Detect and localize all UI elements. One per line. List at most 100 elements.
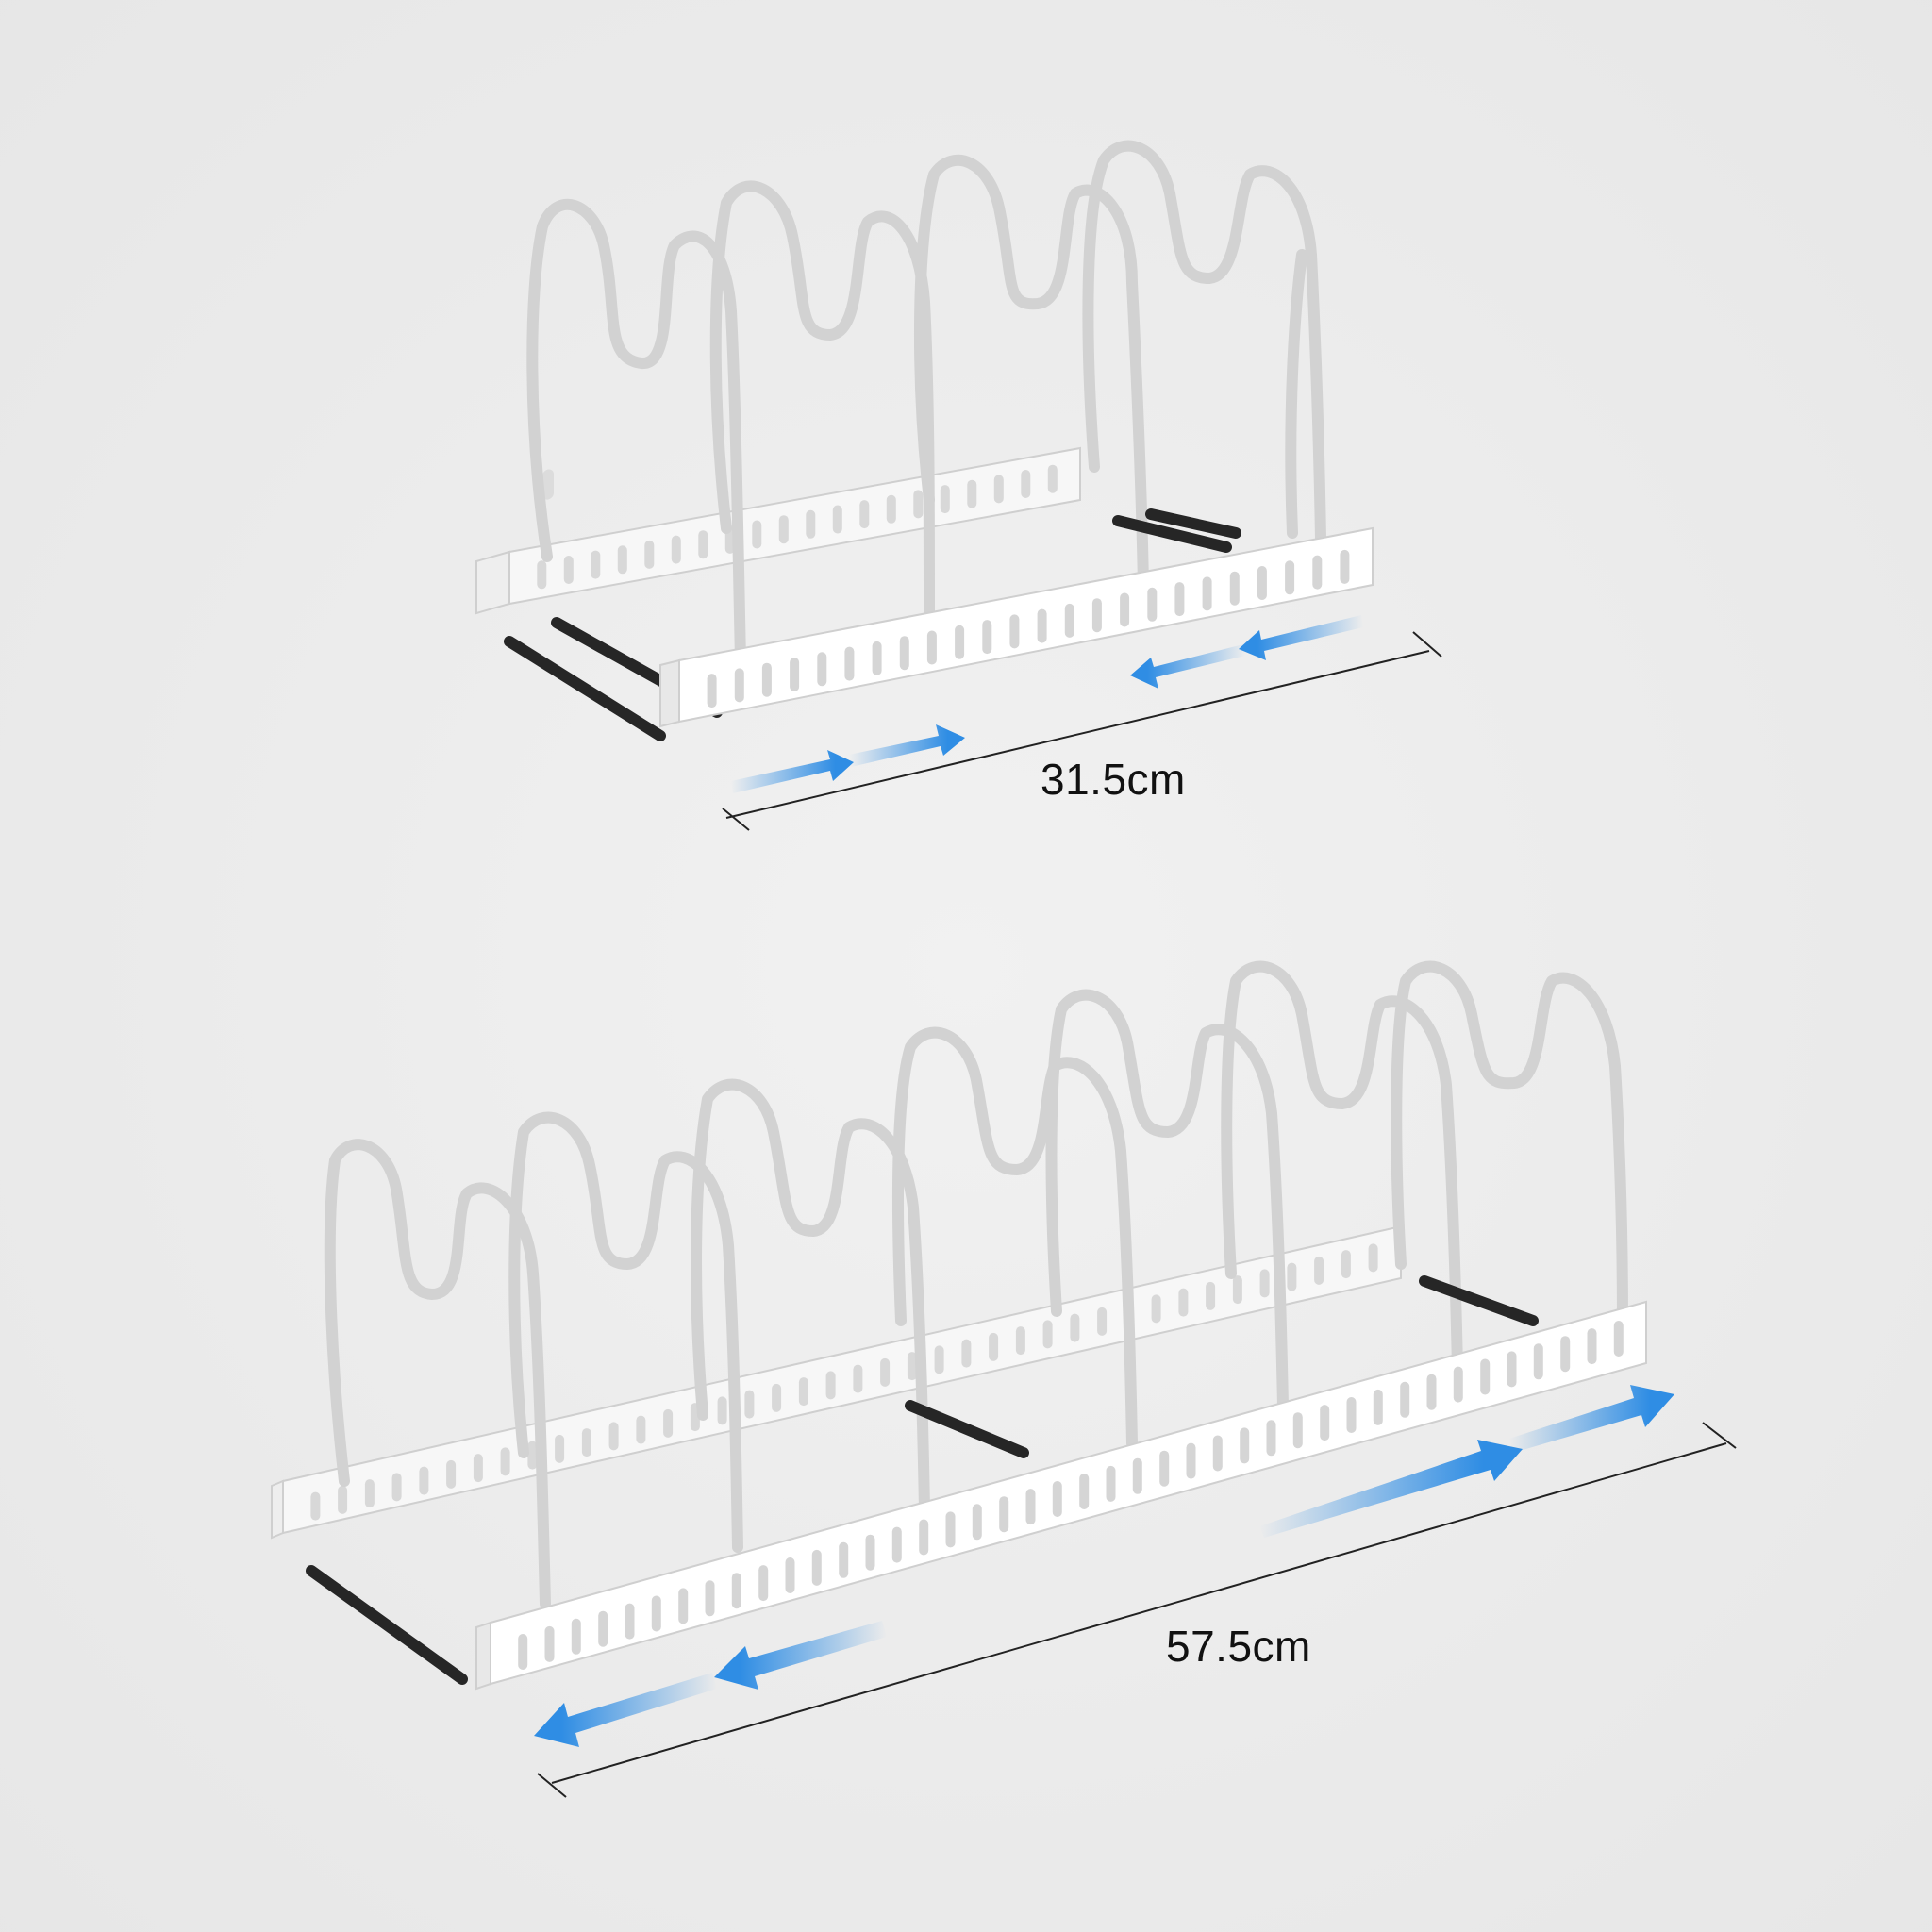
rail-slot (1106, 1465, 1116, 1502)
compact-back-slots (537, 464, 1058, 590)
rail-slot (1052, 1481, 1062, 1517)
divider-6 (1221, 960, 1463, 1374)
rail-slot (651, 1595, 661, 1632)
rail-slot (625, 1603, 635, 1640)
extended-back-rail (282, 1224, 1402, 1535)
divider-2 (709, 180, 935, 619)
compact-front-rail (475, 526, 1374, 728)
rail-slot (926, 630, 937, 665)
rail-slot (853, 1364, 863, 1393)
compact-arrows (731, 615, 1363, 793)
rail-slot (608, 1422, 619, 1451)
divider-5 (1285, 249, 1307, 539)
rail-slot (989, 1332, 999, 1361)
rail-slot (832, 505, 842, 534)
rail-slot (1320, 1405, 1330, 1441)
rail-slot (1186, 1442, 1196, 1479)
rail-slot (1480, 1358, 1491, 1395)
rail-slot (1079, 1474, 1090, 1509)
divider-5 (1045, 989, 1289, 1411)
rail-slot (1202, 576, 1212, 611)
rail-slot (758, 1565, 769, 1602)
rail-slot (972, 1504, 982, 1541)
rail-slot (1400, 1381, 1410, 1418)
rail-slot (1312, 555, 1323, 590)
rail-slot (1064, 603, 1074, 638)
rail-slot (544, 1625, 555, 1662)
rail-slot (1257, 566, 1267, 600)
rail-slot (1287, 1262, 1297, 1291)
rail-slot (473, 1454, 483, 1483)
rail-slot (1560, 1336, 1571, 1373)
rail-slot (1159, 1450, 1170, 1487)
rail-slot (591, 550, 601, 579)
extended-front-rail (271, 1300, 1647, 1690)
rail-slot (1070, 1313, 1080, 1342)
rail-slot (1453, 1366, 1463, 1403)
compact-dividers (526, 140, 1326, 666)
rail-slot (391, 1473, 402, 1502)
rail-slot (945, 1511, 956, 1548)
rail-slot (844, 646, 855, 681)
extended-length-label: 57.5cm (1166, 1622, 1311, 1671)
rail-slot (1533, 1343, 1543, 1380)
rail-slot (1047, 464, 1058, 493)
rail-slot (1037, 608, 1047, 643)
rail-slot (891, 1526, 902, 1563)
rail-slot (872, 641, 882, 675)
compact-length-label: 31.5cm (1041, 755, 1186, 804)
rail-slot (678, 1588, 689, 1624)
rail-slot (1285, 560, 1295, 595)
rail-slot (1266, 1420, 1276, 1457)
rail-slot (1613, 1321, 1624, 1357)
rail-slot (1206, 1281, 1216, 1310)
rail-slot (1132, 1457, 1142, 1494)
rail-slot (839, 1541, 849, 1578)
rail-slot (886, 494, 896, 524)
rail-slot (731, 1573, 741, 1609)
rail-slot (907, 1352, 917, 1381)
rail-slot (581, 1428, 591, 1457)
rail-slot (1232, 1275, 1242, 1305)
rail-slot (761, 662, 772, 697)
rail-slot (598, 1610, 608, 1647)
rail-slot (1097, 1307, 1108, 1336)
rail-slot (1373, 1389, 1383, 1425)
rail-slot (419, 1466, 429, 1495)
compact-dimension-line (722, 631, 1442, 831)
rail-slot (1368, 1243, 1378, 1273)
compact-front-slots (707, 549, 1350, 708)
rail-slot (940, 485, 950, 514)
rail-slot (1009, 614, 1020, 649)
rail-slot (1120, 592, 1130, 627)
rail-slot (982, 620, 992, 655)
rail-slot (500, 1447, 510, 1476)
rail-slot (1314, 1256, 1324, 1285)
rail-slot (919, 1519, 929, 1556)
rail-slot (537, 560, 547, 590)
rail-slot (899, 636, 909, 671)
rail-slot (1292, 1412, 1303, 1449)
compact-back-rail (508, 446, 1081, 606)
rail-slot (772, 1383, 782, 1412)
rail-slot (338, 1485, 348, 1514)
rail-slot (527, 1441, 538, 1470)
rail-slot (1174, 582, 1185, 617)
double-arrow-icon (534, 1621, 887, 1747)
rail-slot (446, 1459, 457, 1489)
rail-slot (798, 1377, 808, 1407)
rail-slot (636, 1415, 646, 1444)
divider-4 (892, 1026, 1138, 1449)
rail-slot (734, 668, 744, 703)
divider-7 (1391, 960, 1628, 1326)
rail-slot (1021, 470, 1031, 498)
extended-dimension-line (537, 1422, 1737, 1798)
divider-3 (691, 1078, 930, 1515)
rail-slot (811, 1549, 822, 1586)
rail-slot (617, 545, 627, 575)
rail-slot (1259, 1269, 1270, 1298)
rail-slot (1587, 1328, 1597, 1365)
double-arrow-icon (1130, 615, 1363, 689)
rail-slot (778, 515, 789, 544)
extended-rack (271, 960, 1737, 1798)
